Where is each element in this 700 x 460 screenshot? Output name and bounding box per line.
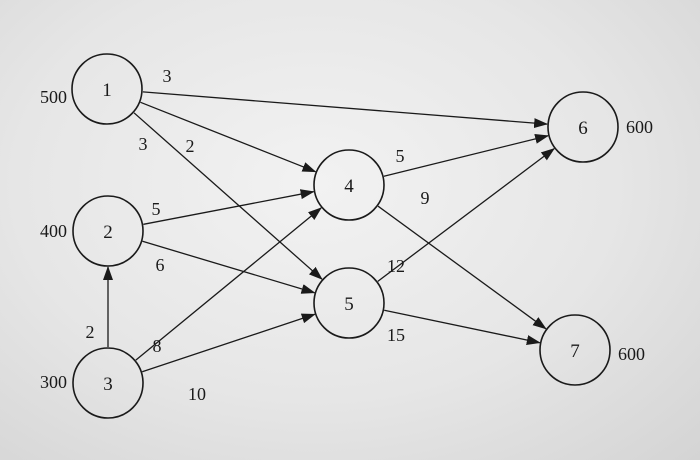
node-number-label: 7 bbox=[570, 341, 580, 362]
edge-1-4: 2 bbox=[140, 101, 317, 173]
edge-4-7: 9 bbox=[377, 188, 547, 330]
edge-line-5-7 bbox=[384, 309, 541, 345]
node-number-label: 5 bbox=[344, 294, 354, 315]
node-circle bbox=[313, 149, 385, 221]
edge-weight-label: 3 bbox=[139, 134, 148, 154]
edge-weight-label: 12 bbox=[387, 256, 405, 276]
edge-line-2-5 bbox=[142, 240, 316, 294]
edge-3-2: 2 bbox=[86, 266, 113, 347]
node-number-label: 1 bbox=[102, 80, 112, 101]
edge-line-4-7 bbox=[377, 205, 547, 330]
edge-1-5: 3 bbox=[133, 112, 323, 280]
edge-line-3-5 bbox=[141, 313, 316, 373]
node-4: 4 bbox=[313, 149, 385, 221]
edge-line-3-4 bbox=[135, 207, 322, 361]
edge-line-2-4 bbox=[143, 189, 315, 225]
edge-line-4-6 bbox=[383, 133, 550, 177]
node-circle bbox=[71, 53, 143, 125]
node-circle bbox=[547, 91, 619, 163]
node-number-label: 6 bbox=[578, 118, 588, 139]
node-5: 5 bbox=[313, 267, 385, 339]
edge-5-6: 12 bbox=[377, 147, 555, 282]
edge-4-6: 5 bbox=[383, 133, 550, 177]
node-circle bbox=[539, 314, 611, 386]
edge-5-7: 15 bbox=[384, 309, 541, 345]
node-circle bbox=[313, 267, 385, 339]
edge-weight-label: 10 bbox=[188, 384, 206, 404]
edge-line-1-5 bbox=[133, 112, 323, 280]
node-value-label: 600 bbox=[626, 117, 653, 137]
edge-2-5: 6 bbox=[142, 240, 316, 294]
edge-3-5: 10 bbox=[141, 313, 316, 404]
edge-2-4: 5 bbox=[143, 189, 315, 225]
edge-weight-label: 2 bbox=[186, 136, 195, 156]
edge-3-4: 8 bbox=[135, 207, 322, 361]
node-value-label: 300 bbox=[40, 372, 67, 392]
node-6: 6 600 bbox=[547, 91, 653, 163]
edge-line-5-6 bbox=[377, 147, 555, 282]
node-circle bbox=[72, 195, 144, 267]
edge-weight-label: 9 bbox=[421, 188, 430, 208]
node-number-label: 2 bbox=[103, 222, 113, 243]
edge-weight-label: 5 bbox=[396, 146, 405, 166]
edge-weight-label: 6 bbox=[156, 255, 165, 275]
node-circle bbox=[72, 347, 144, 419]
edge-line-1-6 bbox=[142, 91, 549, 129]
node-number-label: 4 bbox=[344, 176, 354, 197]
node-number-label: 3 bbox=[103, 374, 113, 395]
node-value-label: 500 bbox=[40, 87, 67, 107]
node-2: 2 400 bbox=[40, 195, 144, 267]
edge-weight-label: 5 bbox=[152, 199, 161, 219]
node-3: 3 300 bbox=[40, 347, 144, 419]
edge-line-1-4 bbox=[140, 101, 317, 173]
node-7: 7 600 bbox=[539, 314, 645, 386]
edge-weight-label: 3 bbox=[163, 66, 172, 86]
edge-weight-label: 8 bbox=[153, 336, 162, 356]
node-value-label: 600 bbox=[618, 344, 645, 364]
node-value-label: 400 bbox=[40, 221, 67, 241]
edge-weight-label: 15 bbox=[387, 325, 405, 345]
edge-1-6: 3 bbox=[142, 66, 549, 129]
edge-weight-label: 2 bbox=[86, 322, 95, 342]
